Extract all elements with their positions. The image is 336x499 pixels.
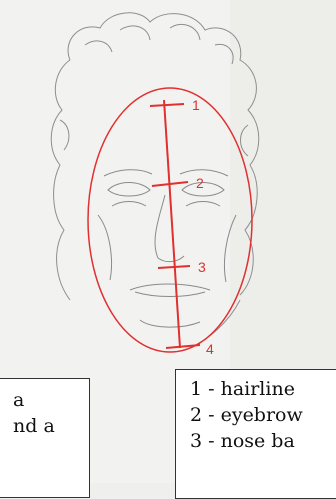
marker-label-3: 3	[198, 259, 206, 275]
paper-shadow	[230, 0, 336, 380]
marker-label-2: 2	[196, 175, 204, 191]
marker-label-1: 1	[192, 97, 200, 113]
caption-box-left: a nd a	[0, 378, 90, 498]
legend-line-eyebrow: 2 - eyebrow	[190, 402, 336, 428]
marker-label-4: 4	[206, 341, 214, 357]
legend-box-right: 1 - hairline 2 - eyebrow 3 - nose ba	[175, 369, 336, 499]
caption-left-line-1: a	[13, 387, 89, 413]
caption-left-line-2: nd a	[13, 413, 89, 439]
legend-line-nose: 3 - nose ba	[190, 428, 336, 454]
legend-line-hairline: 1 - hairline	[190, 376, 336, 402]
